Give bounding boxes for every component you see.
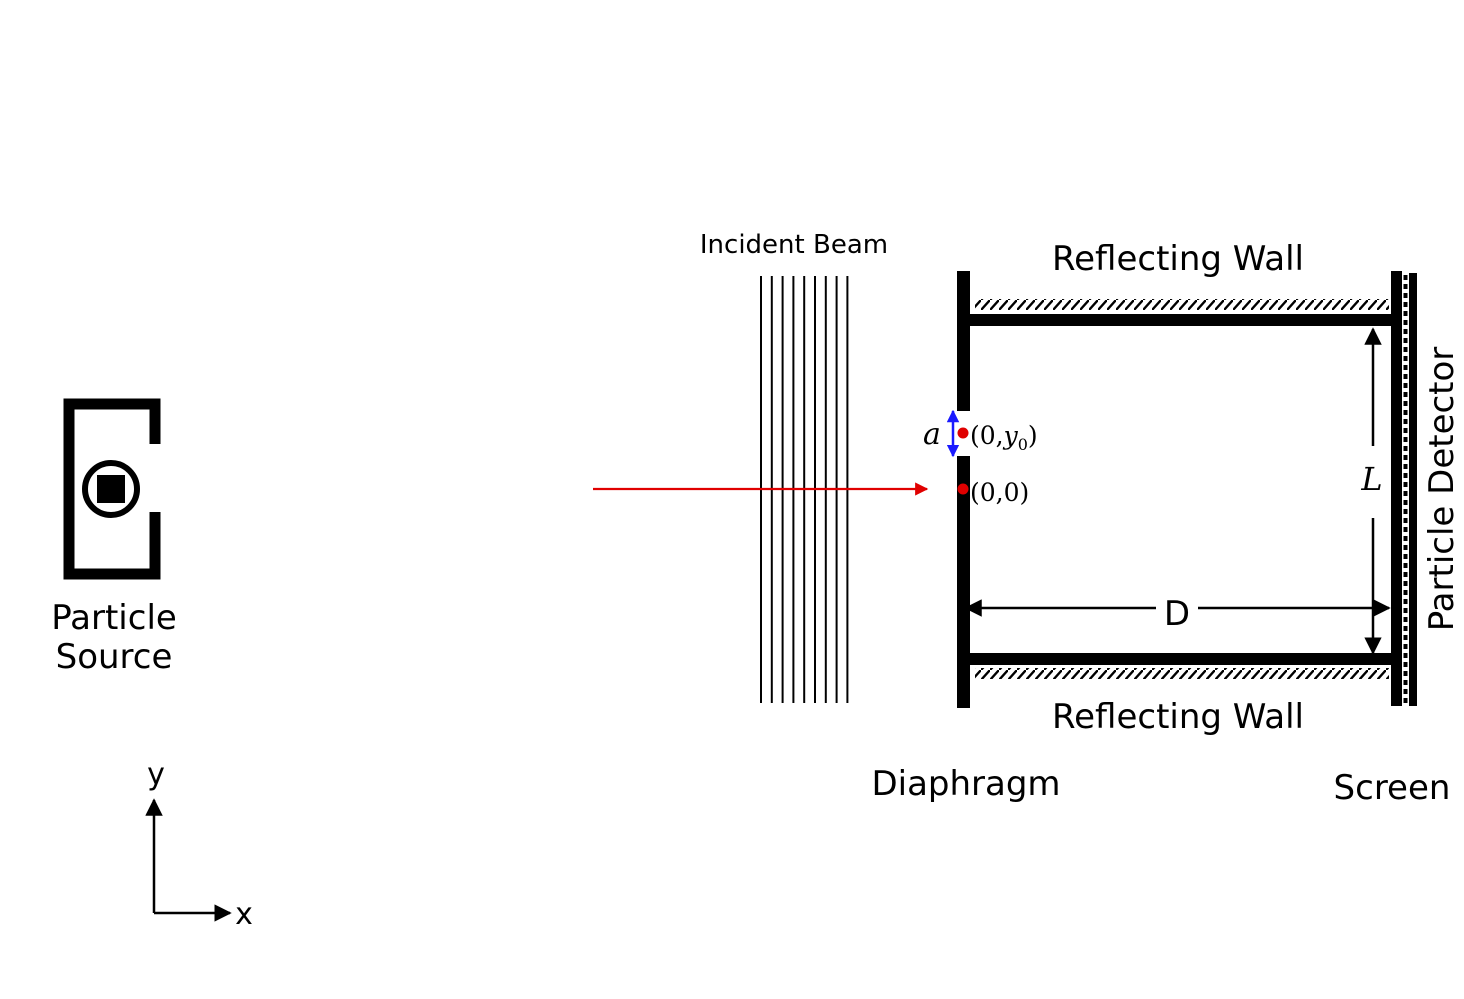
distance-D-label: D: [1164, 594, 1190, 634]
origin-point: [957, 483, 969, 495]
slit-center-point: [957, 427, 969, 439]
diaphragm-lower: [957, 456, 970, 708]
reflecting-wall-top: [963, 299, 1393, 326]
x-axis-label: x: [235, 897, 253, 932]
incident-beam-label: Incident Beam: [700, 230, 888, 260]
screen-bar: [1391, 271, 1402, 706]
diaphragm-label: Diaphragm: [871, 764, 1060, 804]
detector-bar: [1409, 273, 1417, 706]
slit-center-label: (0,y0): [970, 421, 1038, 454]
slit-width-label: a: [923, 417, 941, 452]
source-emitter-ring: [82, 460, 140, 518]
reflecting-wall-top-label: Reflecting Wall: [1052, 239, 1304, 279]
screen: [1391, 271, 1417, 706]
wall-top-hatching: [975, 299, 1389, 310]
screen-label: Screen: [1334, 768, 1451, 808]
particle-detector-label: Particle Detector: [1422, 347, 1462, 632]
reflecting-wall-bottom-label: Reflecting Wall: [1052, 697, 1304, 737]
y-axis-label: y: [147, 757, 165, 792]
particle-source-label-line2: Source: [56, 637, 173, 677]
wall-bottom-bar: [963, 653, 1393, 665]
origin-label: (0,0): [970, 478, 1029, 507]
length-L-label: L: [1360, 460, 1382, 498]
wall-top-bar: [963, 314, 1393, 326]
source-housing: [63, 398, 161, 580]
wall-bottom-hatching: [975, 668, 1389, 679]
reflecting-wall-bottom: [963, 653, 1393, 679]
coordinate-axes: [145, 798, 232, 922]
particle-source-label: Particle: [51, 598, 177, 638]
source-emitter-core: [97, 475, 125, 503]
particle-source: [63, 398, 161, 580]
diaphragm: [957, 271, 970, 708]
diaphragm-upper: [957, 271, 970, 411]
